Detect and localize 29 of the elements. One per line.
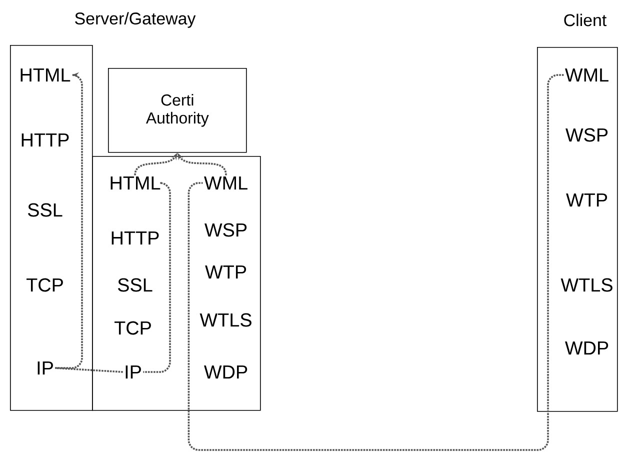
stack-box: [92, 156, 261, 411]
layer-label: HTTP: [22, 134, 69, 146]
stack-box: [10, 45, 93, 411]
layer-label: SSL: [118, 278, 152, 292]
dotted-path: [55, 367, 123, 373]
stack-box: [537, 47, 618, 412]
layer-label: TCP: [114, 321, 151, 335]
layer-label: WML: [565, 68, 608, 82]
column-heading: Server/Gateway: [75, 12, 196, 28]
layer-label: HTTP: [112, 232, 159, 244]
layer-label: WTLS: [200, 313, 252, 327]
layer-label: WSP: [204, 223, 247, 237]
layer-label: WDP: [204, 365, 248, 378]
dotted-path: [188, 74, 564, 451]
layer-label: WTP: [205, 266, 246, 278]
layer-label: SSL: [28, 203, 62, 217]
layer-label: WTP: [566, 194, 608, 206]
layer-label: WML: [204, 176, 248, 190]
column-heading: Client: [564, 14, 606, 26]
layer-label: TCP: [26, 278, 63, 292]
layer-label: WTLS: [560, 278, 612, 292]
authority-box: Certi Authority: [108, 68, 247, 153]
layer-label: WDP: [565, 341, 608, 354]
layer-label: HTML: [20, 68, 70, 82]
layer-label: IP: [38, 361, 53, 374]
layer-label: HTML: [110, 176, 160, 190]
layer-label: IP: [126, 365, 141, 378]
dotted-path: [143, 182, 171, 373]
layer-label: WSP: [566, 128, 608, 142]
